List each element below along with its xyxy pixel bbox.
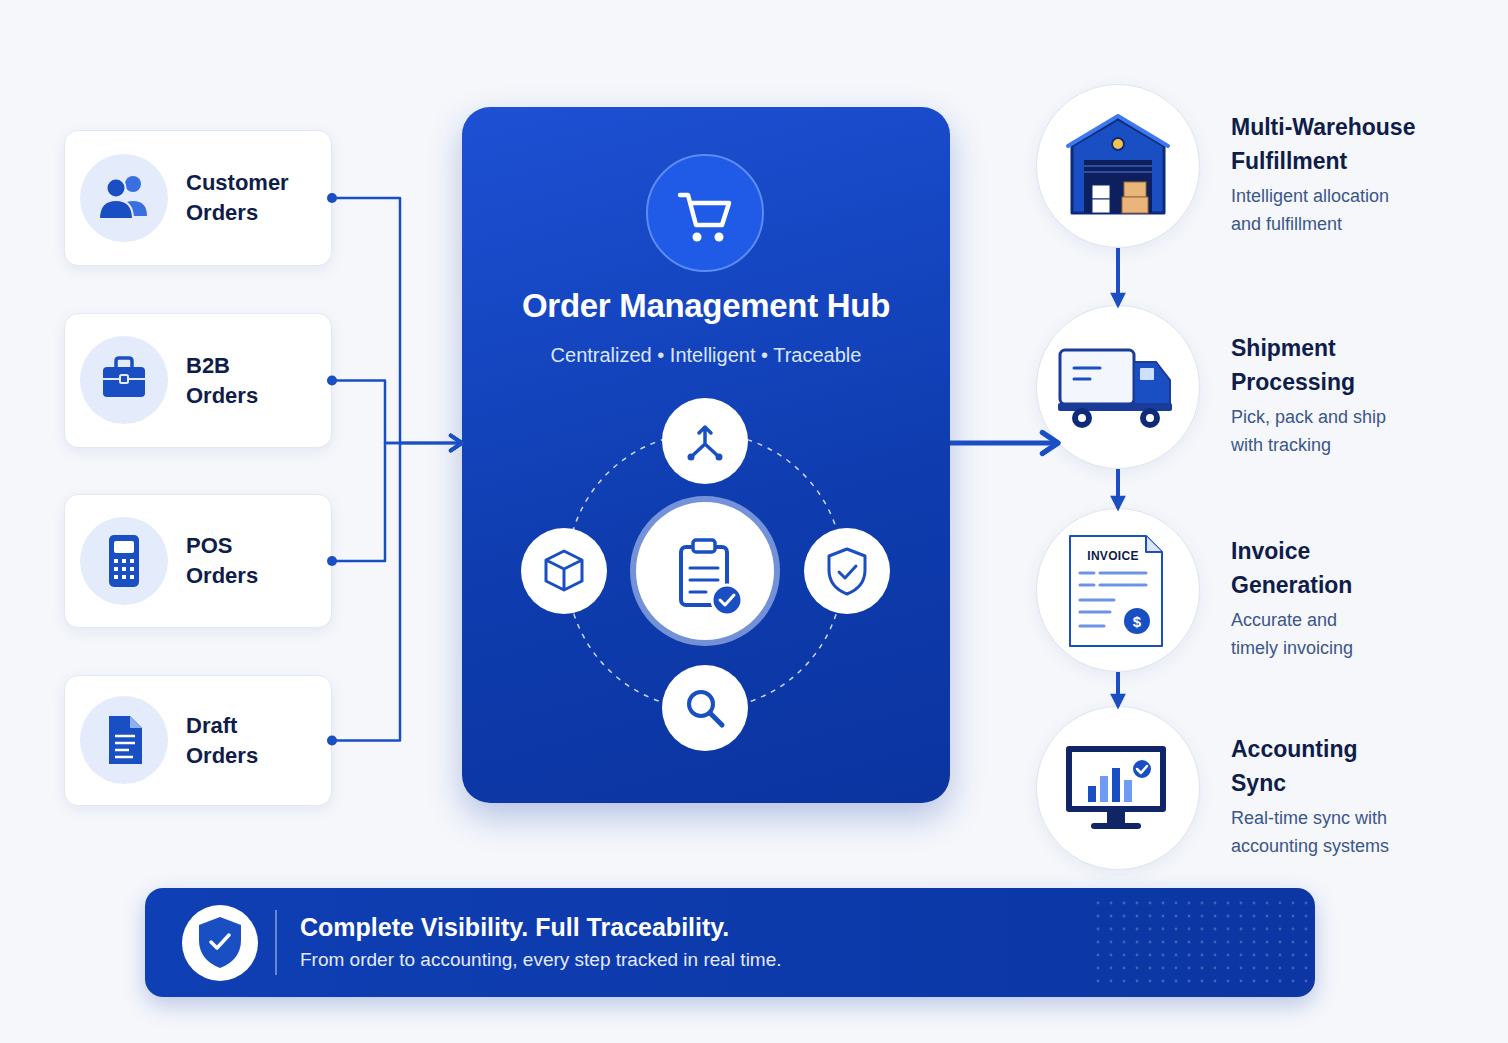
flow-connector bbox=[332, 198, 462, 443]
order-source-box: POS Orders bbox=[64, 494, 332, 628]
flow-connector bbox=[332, 443, 462, 561]
band-heading: Complete Visibility. Full Traceability. bbox=[300, 911, 782, 943]
order-source-box: Customer Orders bbox=[64, 130, 332, 266]
stage-circle: Shipment ProcessingPick, pack and ship w… bbox=[1036, 305, 1200, 469]
order-source-box: Draft Orders bbox=[64, 675, 332, 806]
stage-heading: Invoice Generation bbox=[1231, 534, 1401, 602]
text-group: Shipment ProcessingPick, pack and ship w… bbox=[1231, 331, 1431, 459]
stage-heading: Multi-Warehouse Fulfillment bbox=[1231, 110, 1441, 178]
flow-connector bbox=[1116, 672, 1120, 706]
text-group: Multi-Warehouse FulfillmentIntelligent a… bbox=[1231, 110, 1441, 238]
text-group: Invoice GenerationAccurate and timely in… bbox=[1231, 534, 1401, 662]
flow-connector bbox=[332, 381, 462, 444]
source-name: Customer Orders bbox=[186, 168, 296, 228]
stage-description: Intelligent allocation and fulfillment bbox=[1231, 182, 1416, 238]
flow-connector bbox=[1116, 248, 1120, 305]
text-group: Accounting SyncReal-time sync with accou… bbox=[1231, 732, 1416, 860]
flow-connector bbox=[950, 441, 1058, 446]
stage-description: Accurate and timely invoicing bbox=[1231, 606, 1381, 662]
hub-panel: Order Management HubCentralized • Intell… bbox=[462, 107, 950, 803]
stage-heading: Accounting Sync bbox=[1231, 732, 1381, 800]
band-body: From order to accounting, every step tra… bbox=[300, 947, 782, 973]
order-source-box: B2B Orders bbox=[64, 313, 332, 448]
stage-description: Real-time sync with accounting systems bbox=[1231, 804, 1416, 860]
summary-band: Complete Visibility. Full Traceability. F… bbox=[145, 888, 1315, 997]
source-name: Draft Orders bbox=[186, 711, 296, 771]
source-name: POS Orders bbox=[186, 531, 296, 591]
flow-connector bbox=[1116, 469, 1120, 508]
hub-tagline: Centralized • Intelligent • Traceable bbox=[462, 342, 950, 368]
text-group: Complete Visibility. Full Traceability. F… bbox=[300, 911, 782, 973]
flow-connector bbox=[332, 443, 462, 741]
stage-heading: Shipment Processing bbox=[1231, 331, 1431, 399]
stage-circle: Accounting SyncReal-time sync with accou… bbox=[1036, 706, 1200, 870]
icon-caption: INVOICE bbox=[1087, 549, 1138, 563]
stage-circle: Invoice GenerationAccurate and timely in… bbox=[1036, 508, 1200, 672]
currency-symbol: $ bbox=[1133, 613, 1141, 630]
stage-description: Pick, pack and ship with tracking bbox=[1231, 403, 1416, 459]
stage-circle: Multi-Warehouse FulfillmentIntelligent a… bbox=[1036, 84, 1200, 248]
hub-title: Order Management Hub bbox=[462, 286, 950, 326]
source-name: B2B Orders bbox=[186, 351, 296, 411]
